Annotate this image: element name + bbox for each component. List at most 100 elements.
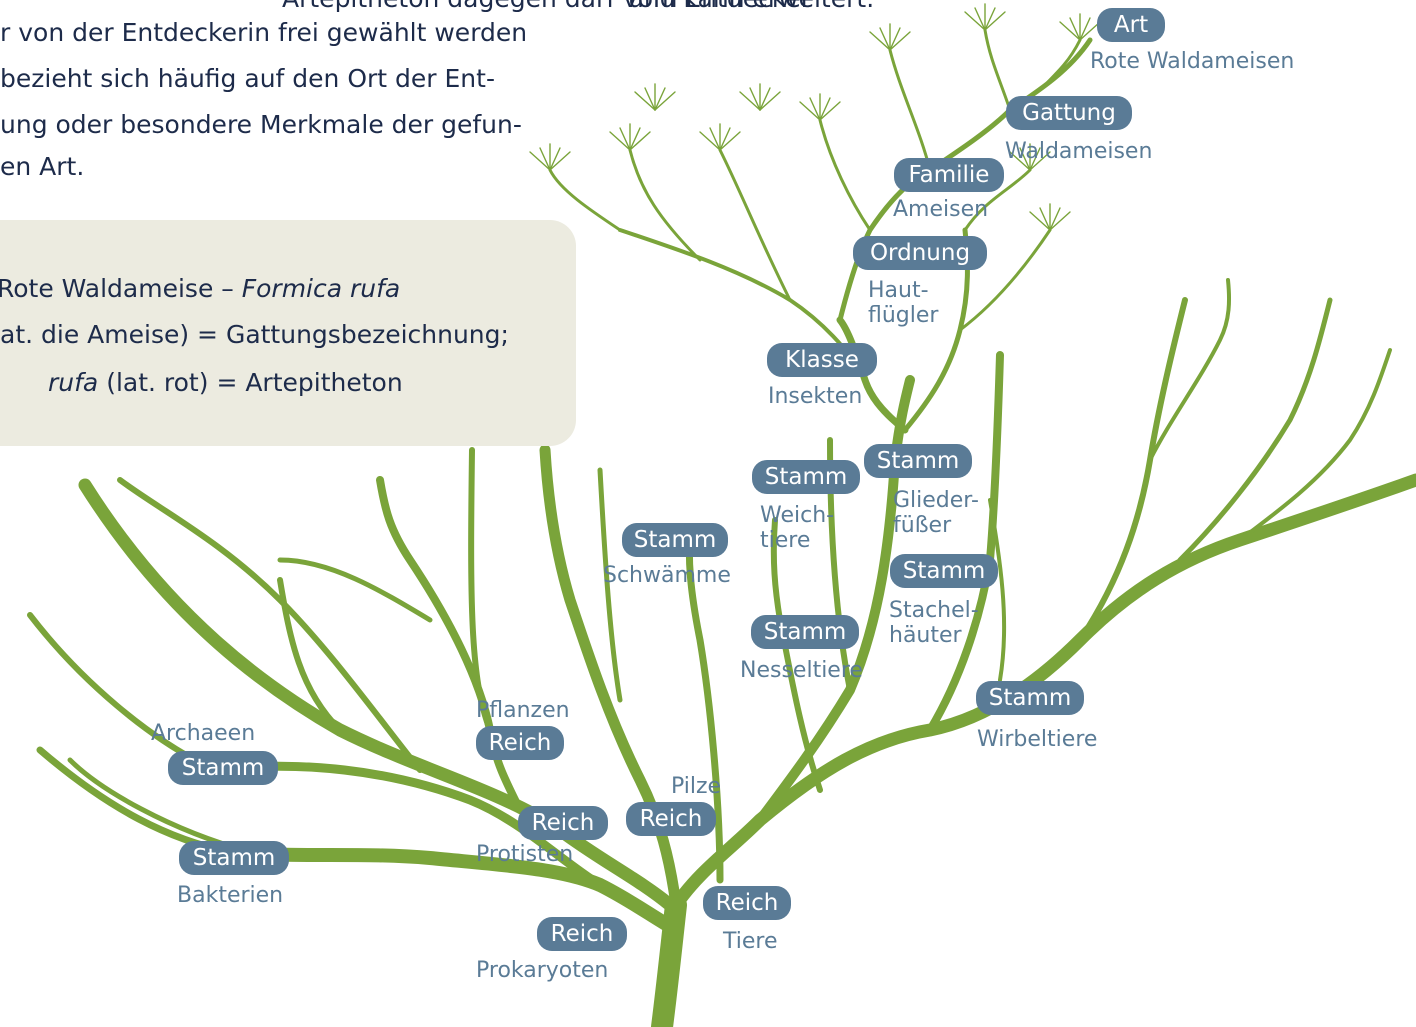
- label-protisten: Protisten: [476, 842, 574, 867]
- branch-wirbeltiere-4: [988, 498, 1007, 682]
- badge-stamm-nesseltiere: Stamm: [751, 615, 859, 649]
- branch-pflanzen: [376, 476, 524, 814]
- branch-tip-7-4: [1049, 211, 1071, 231]
- branch-tip-7-1: [1039, 207, 1051, 231]
- badge-klasse: Klasse: [767, 343, 877, 377]
- branch-pflanzen-2: [468, 447, 493, 733]
- badge-stamm-wirbeltiere: Stamm: [976, 681, 1084, 715]
- badge-reich-prokaryoten: Reich: [537, 917, 627, 951]
- label-gliederfuesser: Glieder- füßer: [893, 488, 979, 539]
- branch-tip-6-4: [549, 151, 571, 171]
- label-archaeen: Archaeen: [151, 721, 256, 746]
- branch-tip-9-3: [654, 87, 666, 111]
- badge-stamm-schwaemme: Stamm: [622, 523, 728, 557]
- branch-archaeen: [210, 761, 605, 890]
- label-stachelhaeuter: Stachel- häuter: [889, 598, 979, 649]
- branch-prokaryoten: [223, 845, 683, 937]
- branch-tip-0-4: [889, 31, 911, 51]
- branch-tip-0-1: [879, 27, 891, 51]
- branch-tip-8-1: [1019, 147, 1031, 171]
- info-box-line-3: rufa (lat. rot) = Artepitheton: [48, 368, 403, 397]
- label-pflanzen: Pflanzen: [476, 698, 570, 723]
- branch-protisten-3: [117, 477, 423, 773]
- badge-reich-pilze: Reich: [626, 802, 716, 836]
- body-text-right: und kann erweitert.: [628, 0, 874, 11]
- badge-reich-pflanzen: Reich: [476, 726, 564, 760]
- branch-side-d: [963, 168, 1032, 232]
- label-ameisen: Ameisen: [893, 197, 989, 222]
- badge-stamm-gliederfuesser: Stamm: [864, 444, 972, 478]
- branch-tip-5-4: [629, 131, 651, 151]
- branch-tip-10-3: [759, 87, 771, 111]
- branch-tip-6-0: [529, 151, 551, 171]
- info-box-line-2: at. die Ameise) = Gattungsbezeichnung;: [0, 320, 509, 349]
- branch-tip-2-3: [1079, 17, 1091, 41]
- branch-tip-4-3: [719, 127, 731, 151]
- branch-tip-1-0: [964, 11, 986, 31]
- branch-tip-3-4: [819, 101, 841, 121]
- branch-tip-4-0: [699, 131, 721, 151]
- branch-tip-5-0: [609, 131, 631, 151]
- branch-tip-2-0: [1059, 21, 1081, 41]
- branch-pflanzen-3: [277, 557, 433, 623]
- branch-tip-3-3: [819, 97, 831, 121]
- branch-tip-7-3: [1049, 207, 1061, 231]
- body-text-line-2: r von der Entdeckerin frei gewählt werde…: [0, 18, 528, 47]
- label-pilze: Pilze: [671, 774, 722, 799]
- branch-art-stem: [1038, 38, 1082, 92]
- label-wirbeltiere: Wirbeltiere: [977, 727, 1098, 752]
- branch-wirbeltiere-3: [1238, 348, 1392, 542]
- body-text-line-5: en Art.: [0, 152, 85, 181]
- branch-tip-5-3: [629, 127, 641, 151]
- body-text-line-3: bezieht sich häufig auf den Ort der Ent-: [0, 64, 495, 93]
- badge-ordnung: Ordnung: [853, 236, 987, 270]
- branch-tip-8-0: [1009, 151, 1031, 171]
- branch-tip-2-1: [1069, 17, 1081, 41]
- branch-wirbeltiere-5: [1148, 278, 1231, 462]
- branch-ordnung-left: [818, 118, 872, 232]
- label-schwaemme: Schwämme: [603, 563, 731, 588]
- badge-familie: Familie: [894, 158, 1004, 192]
- branch-side-b: [548, 168, 622, 232]
- branch-tip-6-1: [539, 147, 551, 171]
- branch-tip-8-4: [1029, 151, 1051, 171]
- branch-wirbeltiere-2: [1177, 297, 1333, 563]
- badge-stamm-bakterien: Stamm: [179, 841, 289, 875]
- branch-pilze-2: [597, 467, 623, 703]
- branch-tip-3-0: [799, 101, 821, 121]
- branch-tip-3-1: [809, 97, 821, 121]
- branch-protisten: [78, 478, 677, 912]
- badge-reich-protisten: Reich: [518, 806, 608, 840]
- label-bakterien: Bakterien: [177, 883, 284, 908]
- branch-archaeen-tip: [27, 612, 218, 773]
- label-prokaryoten: Prokaryoten: [476, 958, 609, 983]
- label-hautfluegler: Haut- flügler: [868, 278, 939, 329]
- branch-side-c: [958, 228, 1052, 332]
- branch-tip-10-1: [749, 87, 761, 111]
- example-info-box: [0, 220, 576, 446]
- branch-tip-9-4: [654, 91, 676, 111]
- branch-tip-5-1: [619, 127, 631, 151]
- badge-stamm-stachelhaeuter: Stamm: [890, 554, 998, 588]
- badge-gattung: Gattung: [1006, 96, 1132, 130]
- badge-stamm-archaeen: Stamm: [168, 751, 278, 785]
- branch-gattung-top: [983, 28, 1012, 112]
- branch-tip-1-4: [984, 11, 1006, 31]
- branch-tip-10-4: [759, 91, 781, 111]
- trunk: [651, 894, 687, 1027]
- branch-stachelhaeuter: [926, 351, 1004, 734]
- branch-tip-9-0: [634, 91, 656, 111]
- branch-tip-6-3: [549, 147, 561, 171]
- body-text-line-4: ung oder besondere Merkmale der gefun-: [0, 110, 522, 139]
- label-tiere: Tiere: [723, 929, 778, 954]
- branch-tip-1-1: [974, 7, 986, 31]
- label-rote-waldameisen: Rote Waldameisen: [1090, 49, 1295, 74]
- branch-tip-7-0: [1029, 211, 1051, 231]
- branch-tip-9-1: [644, 87, 656, 111]
- label-nesseltiere: Nesseltiere: [740, 658, 863, 683]
- branch-tip-4-1: [709, 127, 721, 151]
- branch-tip-0-0: [869, 31, 891, 51]
- info-box-line-1: Rote Waldameise – Formica rufa: [0, 274, 401, 303]
- branch-side-a: [628, 148, 702, 262]
- badge-reich-tiere: Reich: [703, 886, 791, 920]
